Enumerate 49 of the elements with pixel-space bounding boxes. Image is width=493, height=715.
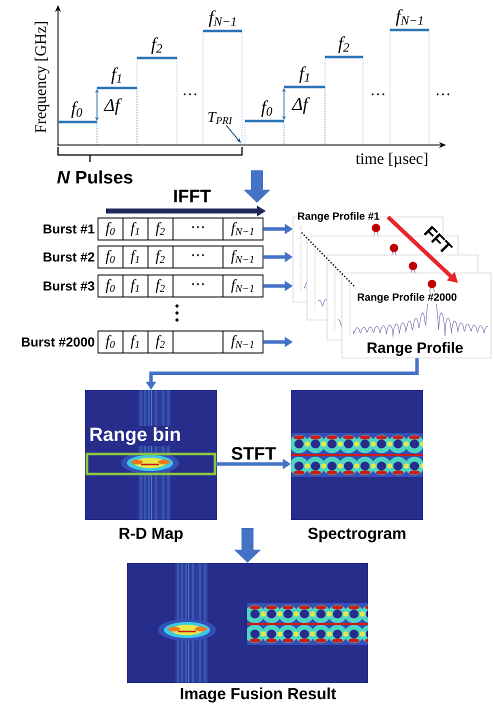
level-label: f$_{0}$ <box>261 100 272 117</box>
table-cell: f$_{2}$ <box>148 330 174 354</box>
arrow-label: FFT <box>421 223 455 257</box>
image-label: Spectrogram <box>308 528 406 542</box>
edge-label: STFT <box>230 446 278 461</box>
row-label: Burst #2 <box>44 252 94 262</box>
level-label: f$_{2}$ <box>151 37 162 54</box>
axis-label: Frequency [GHz] <box>34 22 50 133</box>
table-cell: f$_{1}$ <box>122 218 148 240</box>
image-label: Image Fusion Result <box>180 688 336 702</box>
bracket-label: N Pulses <box>57 170 132 184</box>
level-label: f$_{N−1}$ <box>208 10 236 27</box>
table-cell: ⋯ <box>172 246 224 268</box>
table-cell: f$_{0}$ <box>98 274 124 298</box>
callout-label: T$_{PRI}$ <box>208 112 232 124</box>
table-cell: ⋯ <box>172 218 224 240</box>
table-cell: ⋯ <box>172 274 224 298</box>
ellipsis: … <box>184 93 196 96</box>
table-cell: f$_{N−1}$ <box>222 246 264 268</box>
row-label: Burst #1 <box>44 224 94 234</box>
dimension-label: Δf <box>104 98 122 115</box>
table-cell: f$_{1}$ <box>122 274 148 298</box>
table-cell: f$_{0}$ <box>98 330 124 354</box>
table-cell: f$_{2}$ <box>148 218 174 240</box>
table-cell: f$_{1}$ <box>122 330 148 354</box>
row-label: Burst #2000 <box>22 337 94 347</box>
level-label: f$_{N−1}$ <box>396 9 422 26</box>
level-label: f$_{2}$ <box>338 36 350 53</box>
axis-label: time [µsec] <box>356 152 428 168</box>
row-label: Burst #3 <box>44 281 94 291</box>
level-label: f$_{0}$ <box>71 101 82 118</box>
table-cell: f$_{N−1}$ <box>222 274 264 298</box>
table-cell: f$_{2}$ <box>148 246 174 268</box>
arrow-label: IFFT <box>174 190 211 202</box>
leader-line <box>226 124 241 143</box>
ellipsis: … <box>372 93 384 96</box>
table-cell: f$_{2}$ <box>148 274 174 298</box>
image-label: R-D Map <box>120 528 183 542</box>
table-cell: f$_{0}$ <box>98 246 124 268</box>
plot-title: Range Profile #1 <box>296 211 381 223</box>
dimension-label: Δf <box>292 97 310 114</box>
table-cell: f$_{N−1}$ <box>222 218 264 240</box>
table-cell: f$_{1}$ <box>122 246 148 268</box>
level-label: f$_{1}$ <box>299 66 310 83</box>
ellipsis: … <box>436 93 450 96</box>
panel-label: Range Profile <box>366 340 464 358</box>
level-label: f$_{1}$ <box>111 67 122 84</box>
table-cell: f$_{N−1}$ <box>222 330 264 354</box>
table-cell: f$_{0}$ <box>98 218 124 240</box>
